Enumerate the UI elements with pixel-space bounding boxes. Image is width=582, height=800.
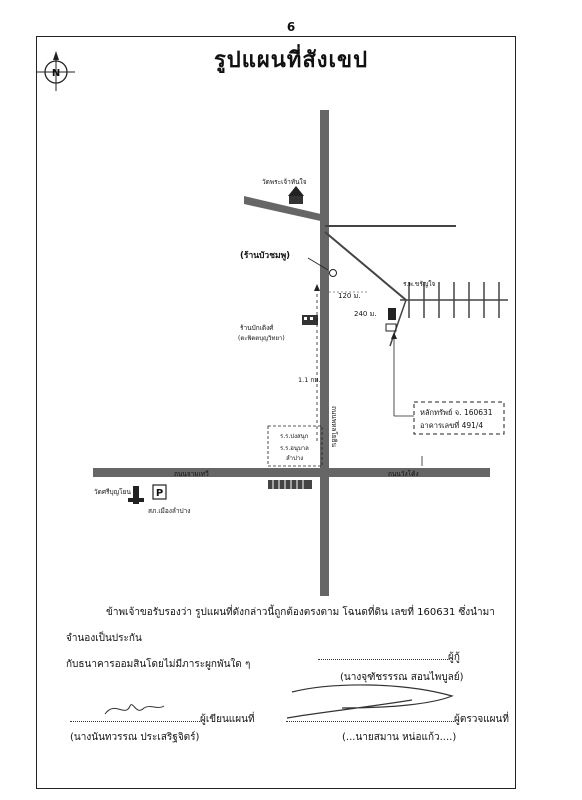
distance-240-label: 240 ม.: [354, 310, 376, 318]
distance-1-1km-label: 1.1 กม.: [298, 376, 321, 384]
page-number: 6: [286, 20, 296, 34]
shop-left-icon: [302, 315, 318, 325]
landmark-marker-icon: [329, 269, 337, 277]
drawer-name: (นางนันทวรรณ ประเสริฐจิตร์): [70, 732, 200, 743]
svg-text:P: P: [156, 488, 163, 499]
drawer-signature: ผู้เขียนแผนที่: [70, 712, 255, 727]
temple-north-label: วัดพระเจ้าทันใจ: [262, 178, 307, 186]
drawer-signature-scribble: [104, 704, 165, 715]
diagonal-road: [324, 231, 407, 301]
road-right-label: ถนนวังโค้ง: [388, 470, 419, 478]
drawer-role: ผู้เขียนแผนที่: [200, 714, 255, 725]
police-label: สภ.เมืองลำปาง: [148, 507, 191, 515]
statement-line1: ข้าพเจ้าขอรับรองว่า รูปแผนที่ดังกล่าวนี้…: [66, 607, 495, 644]
parking-icon: P: [152, 484, 167, 500]
pink-shop-label: (ร้านบัวชมพู): [240, 250, 290, 261]
sketch-map: N วัดพระเจ้าทันใจ (ร้านบัวชมพู) 120 ม. 2…: [37, 51, 508, 596]
borrower-signature-line: [318, 659, 448, 660]
road-left-label: ถนนจามเทวี: [174, 470, 209, 478]
checker-signature-scribble: [286, 684, 454, 719]
property-label-line2: อาคารเลขที่ 491/4: [420, 420, 483, 430]
checker-signature-line: [286, 721, 454, 722]
school-label-line1: ร.ร.ปงสนุก: [280, 433, 309, 440]
statement-line2: กับธนาคารออมสินโดยไม่มีภาระผูกพันใด ๆ: [66, 659, 251, 670]
checker-role: ผู้ตรวจแผนที่: [454, 714, 509, 725]
property-label-line1: หลักทรัพย์ จ. 160631: [420, 408, 493, 417]
school-label-line2: ร.ร.อนุบาล: [280, 445, 309, 452]
lane-road: [389, 299, 407, 347]
property-icon: [385, 323, 397, 332]
school-box: [267, 425, 323, 467]
shop-right-label: ร.พ.ขรัญใจ: [403, 280, 436, 288]
page-title: รูปแผนที่สังเขป: [213, 48, 369, 73]
drawer-signature-line: [70, 721, 200, 722]
shop-row-icon: [268, 480, 312, 489]
property-callout: [413, 401, 505, 435]
main-road: [320, 110, 329, 596]
north-arrow-icon: N: [37, 51, 75, 91]
checker-signature: ผู้ตรวจแผนที่: [286, 712, 509, 727]
compass-label: N: [52, 68, 60, 79]
certification-statement: ข้าพเจ้าขอรับรองว่า รูปแผนที่ดังกล่าวนี้…: [66, 600, 516, 678]
temple-icon: [288, 186, 304, 204]
comb-streets: [408, 282, 500, 318]
shop-left-label-line2: (ตะพิตตบุญวิทยา): [238, 335, 285, 342]
distance-120-label: 120 ม.: [338, 292, 360, 300]
borrower-signature: ผู้กู้: [318, 650, 460, 665]
page-border: [36, 36, 516, 789]
main-road-label: ถนนพหลโยธิน: [330, 406, 338, 448]
cross-road: [93, 468, 490, 477]
temple-left-icon: [128, 486, 144, 504]
temple-road: [244, 196, 325, 222]
temple-left-label: วัดศรีบุญโยน: [94, 488, 131, 496]
shop-right-icon: [388, 308, 396, 320]
school-label-line3: ลำปาง: [286, 455, 303, 462]
shop-left-label-line1: ร้านบักเติงศ์: [240, 324, 274, 332]
borrower-name: (นางจุฑัชรรรณ สอนไพบูลย์): [340, 672, 464, 683]
borrower-role: ผู้กู้: [448, 652, 460, 663]
checker-name: (...นายสมาน หน่อแก้ว....): [342, 732, 457, 743]
